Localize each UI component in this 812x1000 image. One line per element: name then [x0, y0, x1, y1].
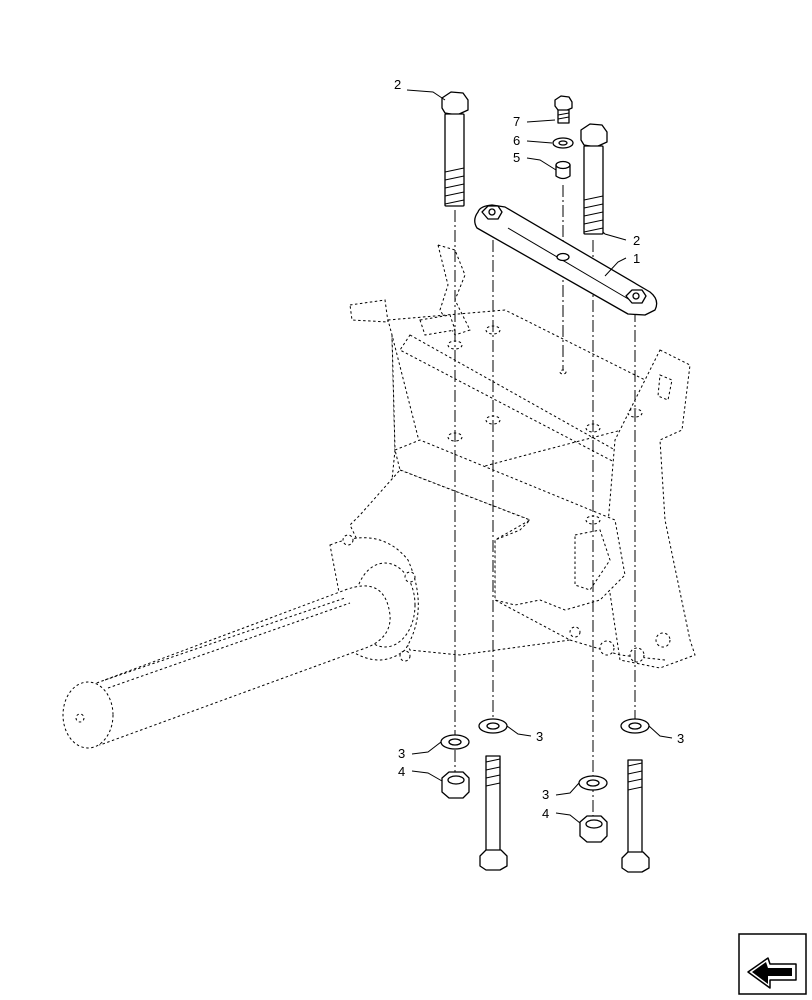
bolt-right-upper [580, 123, 608, 235]
callout-4: 4 [542, 806, 549, 821]
bolt-shank [583, 145, 604, 235]
housing-bolt-head [599, 640, 615, 656]
bolt-head [580, 123, 608, 148]
washer-hole [628, 722, 642, 730]
bolt-shank [444, 113, 465, 207]
washer-hole [586, 779, 600, 787]
flange-bolt [342, 534, 354, 546]
washer-hole [558, 140, 568, 146]
housing-bolt-head [629, 647, 645, 663]
callout-5: 5 [513, 150, 520, 165]
spindle-assembly-phantom [62, 534, 419, 749]
housing-bolt-head [655, 632, 671, 648]
washer-3-d [578, 775, 608, 791]
nut-top [447, 775, 465, 785]
bolt-left-upper [441, 91, 469, 207]
center-lines [454, 185, 636, 820]
callout-3: 3 [677, 731, 684, 746]
housing-gusset-top [437, 244, 471, 336]
nut-4-a [441, 771, 470, 799]
bolt-shank [627, 759, 643, 857]
nut-4-b [579, 815, 608, 843]
housing-rib-cut [574, 529, 611, 591]
housing-right-slot [657, 374, 673, 401]
washer-6 [552, 137, 574, 149]
housing-bolt-head [569, 626, 581, 638]
screw-thread [557, 112, 570, 120]
leader-3a [411, 741, 442, 755]
leader-7 [526, 119, 556, 123]
spindle-keyway [104, 597, 346, 681]
bolt-thread [627, 762, 643, 791]
axle-housing-phantom [349, 244, 696, 669]
callout-leaders [406, 89, 673, 824]
leader-6 [526, 140, 553, 144]
screw-head [554, 95, 573, 112]
housing-bottom-edge [569, 639, 666, 661]
bolt-thread [444, 167, 465, 205]
housing-left-tab [349, 299, 389, 323]
bolt-shank [485, 755, 501, 855]
washer-3-a [440, 734, 470, 750]
strap-plate-edge [507, 227, 631, 301]
bolt-head [621, 851, 650, 873]
bolt-lower-left [479, 755, 508, 871]
callout-4: 4 [398, 764, 405, 779]
callout-6: 6 [513, 133, 520, 148]
bolt-head [479, 849, 508, 871]
leader-4b [555, 812, 581, 824]
strap-nut-hole [632, 292, 640, 300]
washer-3-c [620, 718, 650, 734]
screw-shank [557, 109, 570, 124]
flange-bolt [399, 650, 411, 662]
screw-7 [554, 95, 573, 124]
washer-hole [448, 738, 462, 746]
bolt-thread [583, 195, 604, 233]
strap-center-hole [556, 252, 570, 262]
next-page-arrow-icon[interactable] [738, 933, 807, 995]
leader-1 [604, 257, 627, 277]
leader-5 [526, 157, 557, 171]
bolt-lower-right [621, 759, 650, 873]
spindle-center-hole [75, 713, 85, 723]
callout-2: 2 [394, 77, 401, 92]
nut-top [585, 819, 603, 829]
bolt-head [441, 91, 469, 116]
leader-4a [411, 770, 443, 782]
strap-plate-1 [474, 204, 658, 316]
callout-2: 2 [633, 233, 640, 248]
callout-3: 3 [536, 729, 543, 744]
spindle-end-face [62, 681, 114, 749]
housing-hole [559, 369, 567, 375]
callout-labels: 2 7 6 5 2 1 3 4 3 3 3 4 [394, 77, 684, 821]
spacer-top [555, 160, 571, 170]
leader-3b [506, 725, 532, 737]
washer-3-b [478, 718, 508, 734]
leader-2a [406, 89, 446, 101]
callout-1: 1 [633, 251, 640, 266]
callout-7: 7 [513, 114, 520, 129]
washer-hole [486, 722, 500, 730]
spacer-5 [555, 160, 571, 180]
bolt-thread [485, 758, 501, 787]
strap-nut-hole [488, 208, 496, 216]
leader-3c [648, 725, 673, 739]
spindle-shaft [77, 585, 391, 746]
leader-2b [602, 231, 627, 241]
callout-3: 3 [542, 787, 549, 802]
leader-3d [555, 782, 580, 796]
flange-bolt [404, 571, 416, 583]
housing-main-body [394, 439, 626, 611]
nav-arrow-fill [752, 962, 792, 984]
callout-3: 3 [398, 746, 405, 761]
